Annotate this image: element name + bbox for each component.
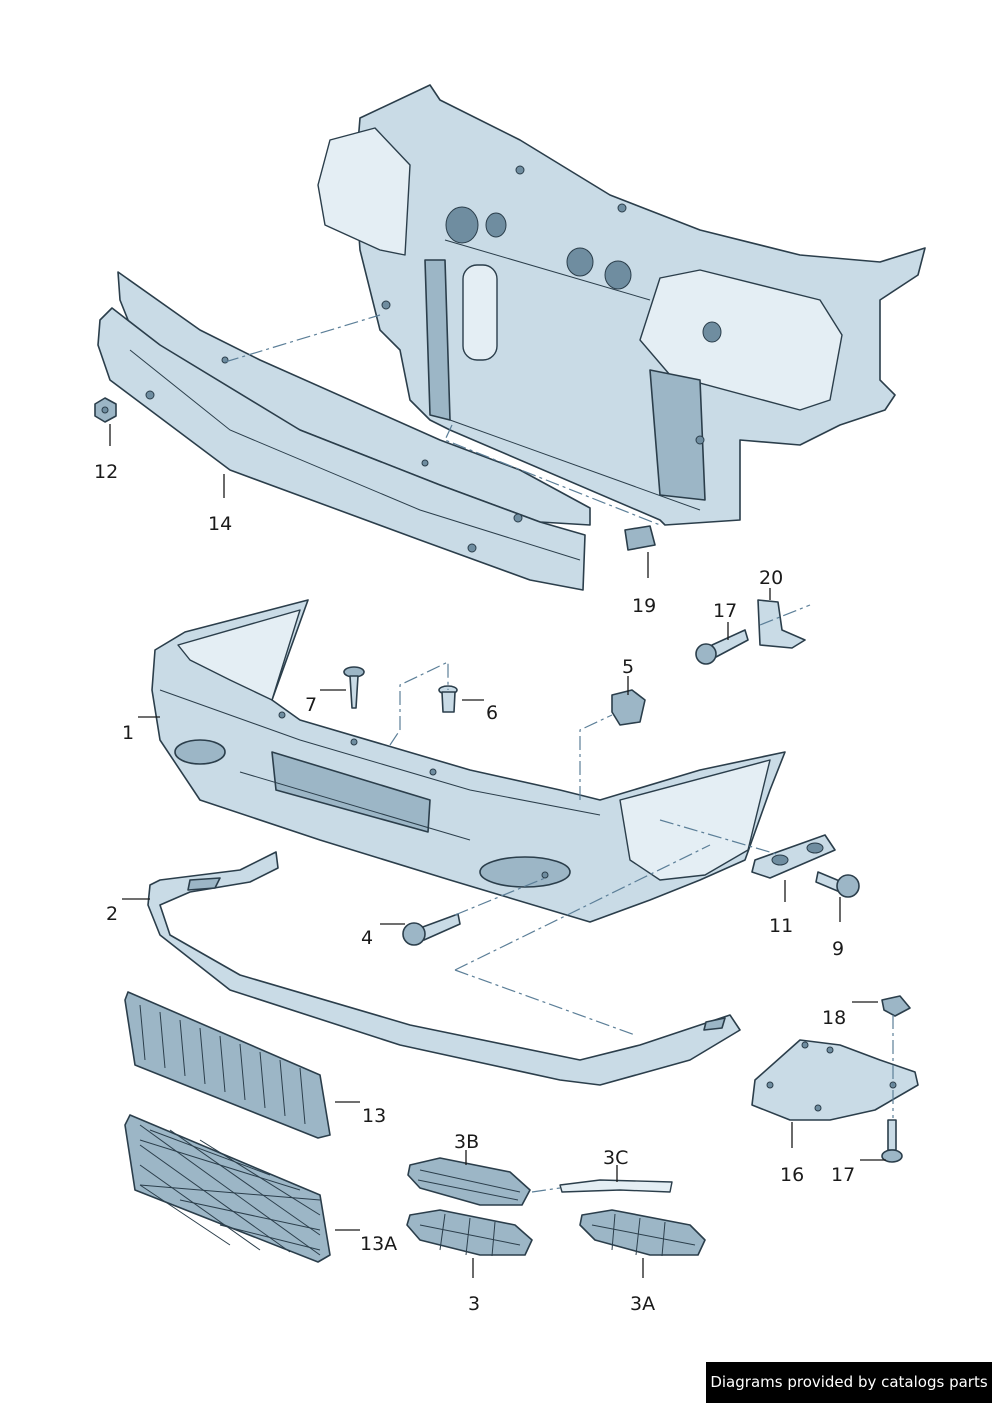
grommet-part-6 bbox=[438, 685, 458, 713]
grille-part-3 bbox=[406, 1209, 533, 1257]
clip-nut-part-5 bbox=[611, 689, 646, 726]
callout-12: 12 bbox=[94, 461, 118, 483]
trim-strip-part-3c bbox=[559, 1179, 673, 1193]
callout-11: 11 bbox=[769, 915, 793, 937]
callout-14: 14 bbox=[208, 513, 232, 535]
lock-carrier-part bbox=[317, 84, 926, 526]
callout-2: 2 bbox=[106, 903, 118, 925]
callout-3b: 3B bbox=[454, 1131, 479, 1153]
grille-insert-part-3b bbox=[407, 1157, 531, 1206]
leader-lines bbox=[109, 424, 886, 1278]
callout-17-upper: 17 bbox=[713, 600, 737, 622]
callout-19: 19 bbox=[632, 595, 656, 617]
impact-bar-part bbox=[97, 271, 591, 591]
callout-3a: 3A bbox=[630, 1293, 655, 1315]
callout-7: 7 bbox=[305, 694, 317, 716]
callout-13a: 13A bbox=[360, 1233, 397, 1255]
grille-part-13 bbox=[124, 991, 331, 1139]
clip-part-19 bbox=[624, 525, 656, 551]
grille-part-13a bbox=[124, 1114, 331, 1263]
callout-9: 9 bbox=[832, 938, 844, 960]
callout-16: 16 bbox=[780, 1164, 804, 1186]
callout-20: 20 bbox=[759, 567, 783, 589]
nut-part bbox=[94, 397, 117, 423]
watermark-banner: Diagrams provided by catalogs parts bbox=[706, 1362, 992, 1403]
bolt-part-17-lower bbox=[881, 1119, 903, 1163]
callout-18: 18 bbox=[822, 1007, 846, 1029]
callout-13: 13 bbox=[362, 1105, 386, 1127]
screw-part-4 bbox=[402, 913, 461, 946]
seal-part-11 bbox=[751, 834, 836, 879]
callout-labels: 1 2 3 3A 3B 3C 4 5 6 7 9 11 12 13 13A 14… bbox=[94, 461, 855, 1315]
clip-part-18 bbox=[881, 995, 911, 1017]
callout-6: 6 bbox=[486, 702, 498, 724]
callout-1: 1 bbox=[122, 722, 134, 744]
bolt-part-17-upper bbox=[695, 629, 749, 665]
grille-part-3a bbox=[579, 1209, 706, 1257]
callout-4: 4 bbox=[361, 927, 373, 949]
callout-17-lower: 17 bbox=[831, 1164, 855, 1186]
bolt-part-9 bbox=[815, 871, 860, 898]
assembly-lines bbox=[224, 314, 894, 1193]
plate-part-16 bbox=[751, 1039, 919, 1121]
spoiler-part bbox=[147, 851, 741, 1086]
bracket-part-20 bbox=[757, 599, 806, 649]
screw-part-7 bbox=[343, 666, 365, 709]
callout-5: 5 bbox=[622, 656, 634, 678]
callout-3c: 3C bbox=[603, 1147, 628, 1169]
callout-3: 3 bbox=[468, 1293, 480, 1315]
bumper-cover-part bbox=[151, 599, 786, 923]
